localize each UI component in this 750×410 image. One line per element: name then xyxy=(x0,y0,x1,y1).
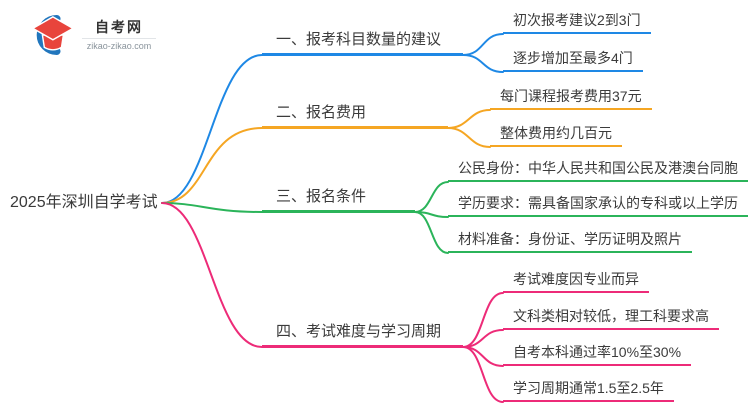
branch4-child3[interactable]: 自考本科通过率10%至30% xyxy=(503,341,692,366)
branch2-connector xyxy=(161,109,491,204)
branch3-child3[interactable]: 材料准备：身份证、学历证明及照片 xyxy=(448,228,692,253)
logo-divider xyxy=(82,38,156,39)
branch2-label[interactable]: 二、报名费用 xyxy=(262,101,448,128)
branch1-label[interactable]: 一、报考科目数量的建议 xyxy=(262,28,463,55)
site-domain: zikao-zikao.com xyxy=(86,41,152,51)
site-logo-text: 自考网 zikao-zikao.com xyxy=(82,18,156,52)
branch3-label[interactable]: 三、报名条件 xyxy=(262,185,415,212)
branch2-child2[interactable]: 整体费用约几百元 xyxy=(490,122,622,147)
branch3-child1[interactable]: 公民身份：中华人民共和国公民及港澳台同胞 xyxy=(448,157,748,182)
central-topic[interactable]: 2025年深圳自学考试 xyxy=(10,194,158,211)
branch1-connector xyxy=(161,33,504,204)
site-logo[interactable]: 自考网 zikao-zikao.com xyxy=(28,14,156,56)
branch1-child2[interactable]: 逐步增加至最多4门 xyxy=(503,47,643,72)
branch4-child2[interactable]: 文科类相对较低，理工科要求高 xyxy=(503,305,719,330)
site-name: 自考网 xyxy=(95,19,143,35)
branch4-label[interactable]: 四、考试难度与学习周期 xyxy=(262,320,463,347)
graduation-cap-icon xyxy=(31,14,74,56)
branch4-connector xyxy=(161,202,504,403)
branch4-child1[interactable]: 考试难度因专业而异 xyxy=(503,268,649,293)
branch1-child1[interactable]: 初次报考建议2到3门 xyxy=(503,9,651,34)
branch3-connector xyxy=(161,181,449,254)
branch4-child4[interactable]: 学习周期通常1.5至2.5年 xyxy=(503,377,674,402)
branch2-child1[interactable]: 每门课程报考费用37元 xyxy=(490,85,652,110)
branch3-child2[interactable]: 学历要求：需具备国家承认的专科或以上学历 xyxy=(448,192,748,217)
